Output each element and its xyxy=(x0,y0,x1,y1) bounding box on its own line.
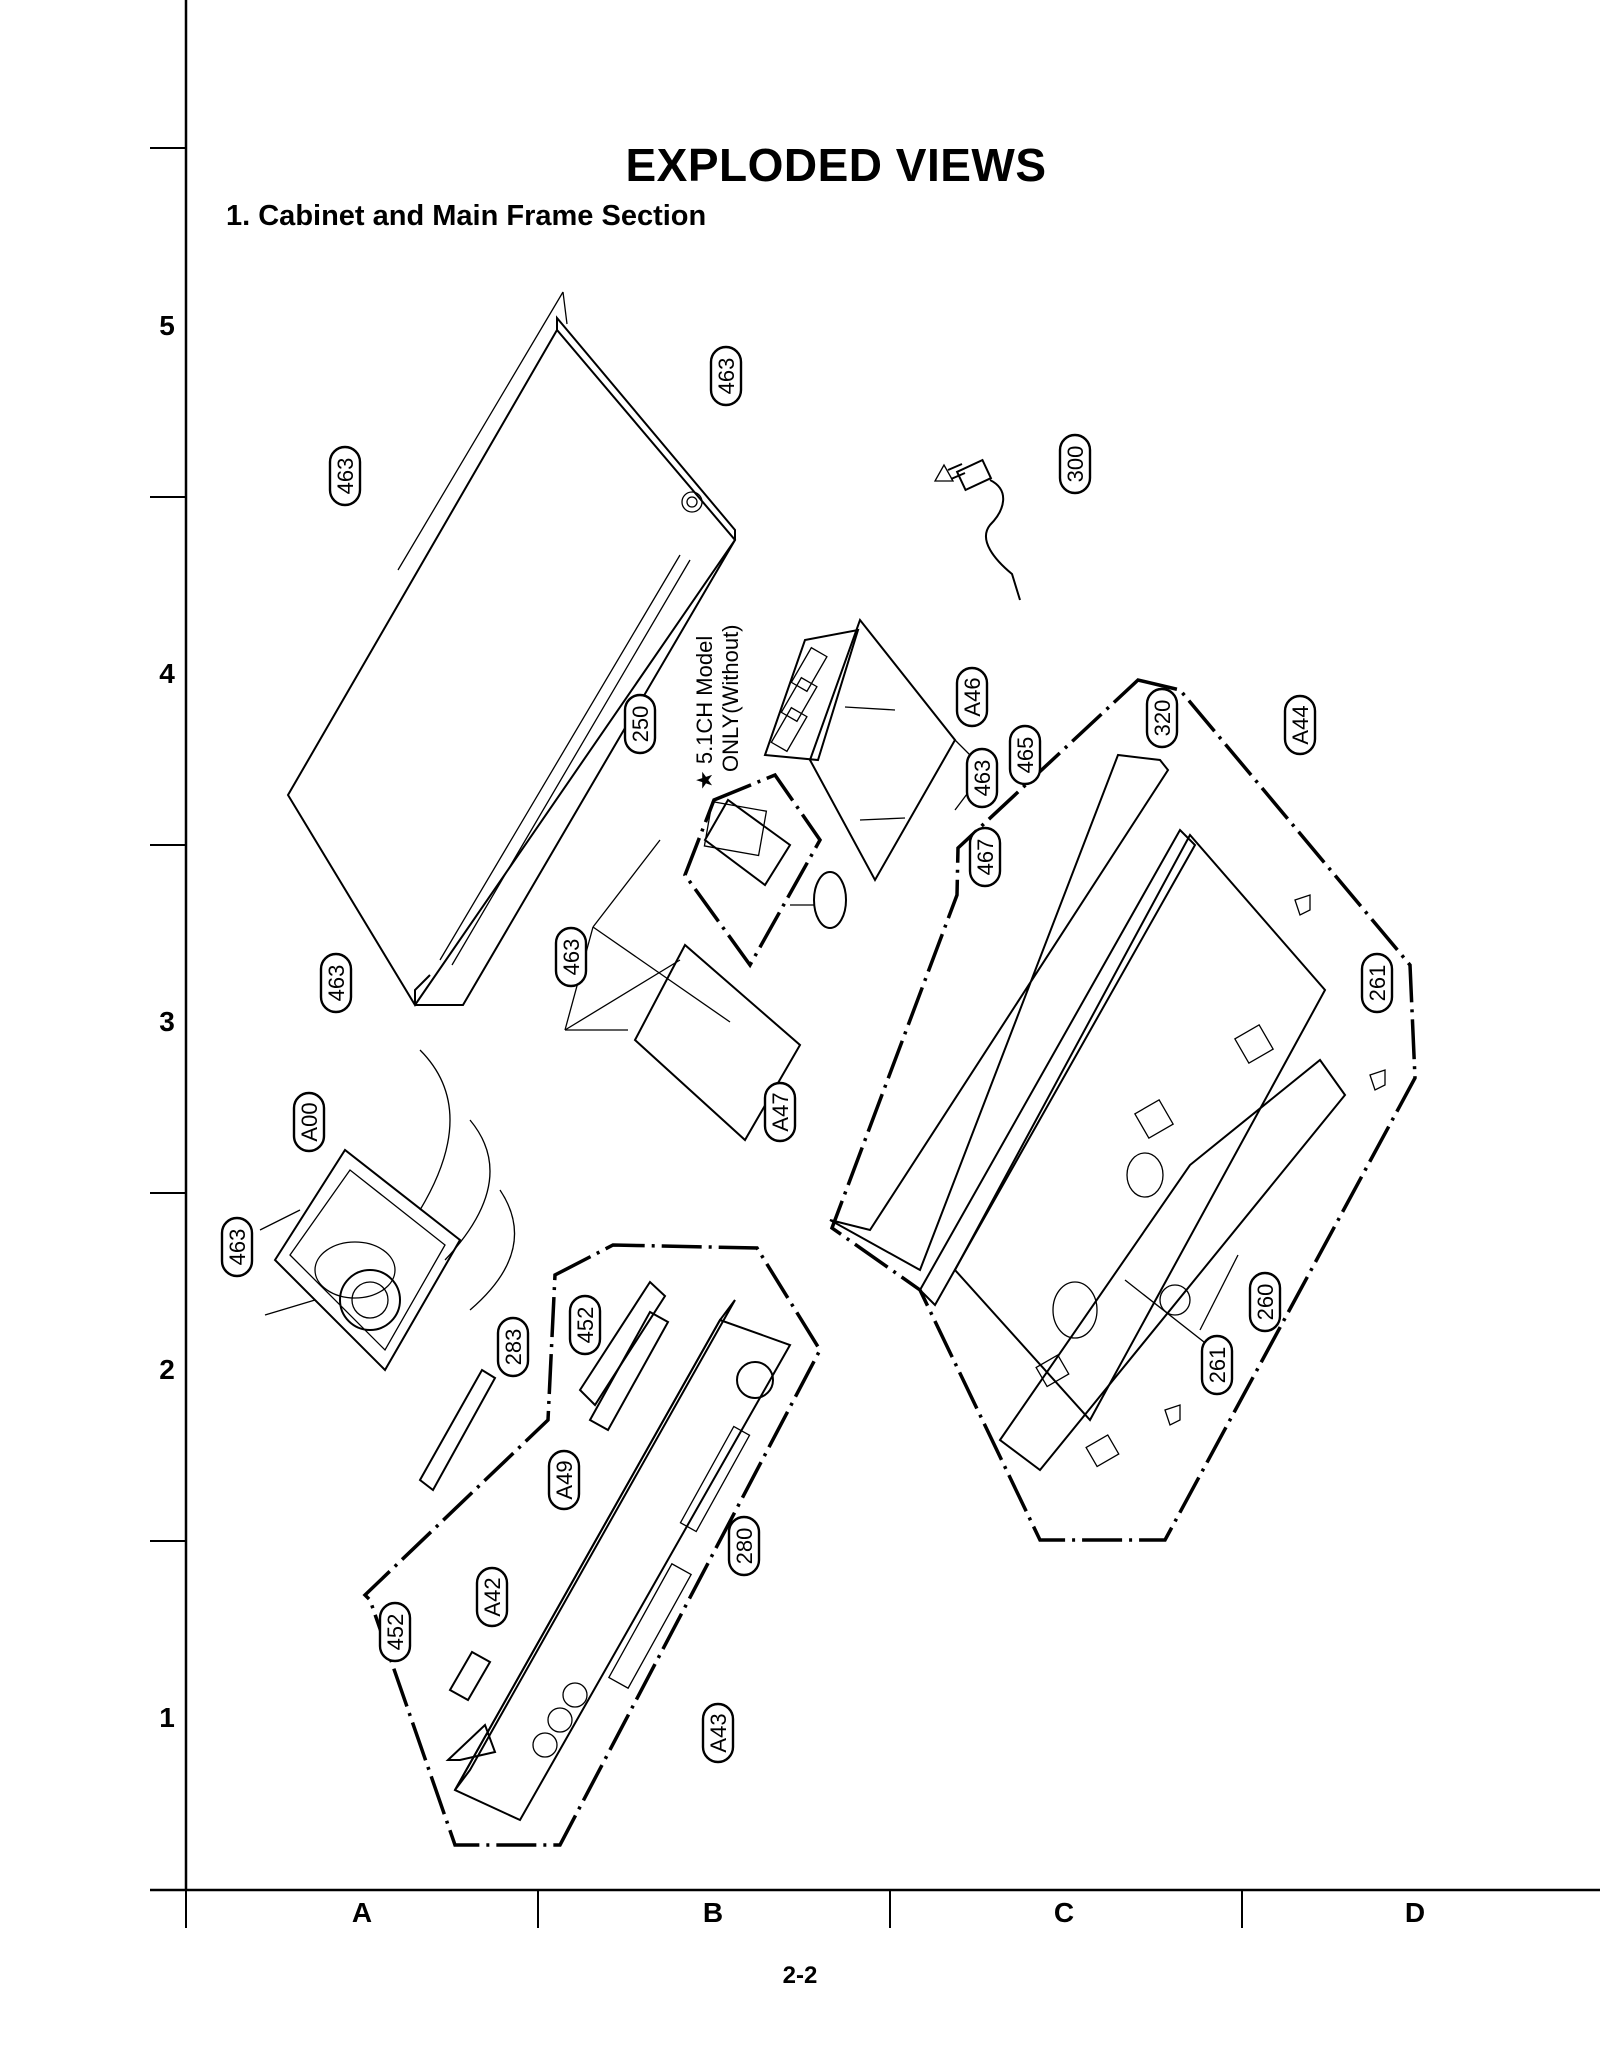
svg-text:463: 463 xyxy=(970,760,995,797)
svg-text:300: 300 xyxy=(1063,446,1088,483)
callout-c-280: 280 xyxy=(727,1515,761,1577)
svg-text:283: 283 xyxy=(501,1329,526,1366)
callout-c-300: 300 xyxy=(1058,433,1092,495)
svg-text:463: 463 xyxy=(559,939,584,976)
power-cord-300 xyxy=(933,458,1021,601)
drawing-frame xyxy=(150,0,1600,1928)
callout-c-250: 250 xyxy=(623,693,657,755)
svg-text:463: 463 xyxy=(324,965,349,1002)
callout-c-320: 320 xyxy=(1145,687,1179,749)
svg-text:261: 261 xyxy=(1365,965,1390,1002)
callout-c-467: 467 xyxy=(968,826,1002,888)
bracket-A49 xyxy=(588,1310,670,1432)
callout-c-A00: A00 xyxy=(292,1091,326,1153)
svg-text:A43: A43 xyxy=(706,1713,731,1752)
svg-text:463: 463 xyxy=(225,1229,250,1266)
section-title: 1. Cabinet and Main Frame Section xyxy=(226,200,707,232)
callout-c-261-right: 261 xyxy=(1360,952,1394,1014)
screw-leaders-463 xyxy=(564,739,986,1031)
page-number: 2-2 xyxy=(782,1962,818,1989)
svg-text:A00: A00 xyxy=(297,1102,322,1141)
callout-c-A49: A49 xyxy=(547,1449,581,1511)
model-note: ★ 5.1CH Model ONLY(Without) xyxy=(692,624,743,790)
svg-text:A44: A44 xyxy=(1288,705,1313,744)
strip-283 xyxy=(418,1368,497,1492)
front-panel-A43 xyxy=(362,1243,823,1847)
model-note-line1: ★ 5.1CH Model xyxy=(692,636,717,790)
svg-text:260: 260 xyxy=(1253,1284,1278,1321)
board-A46 xyxy=(763,617,957,883)
svg-text:A47: A47 xyxy=(768,1092,793,1131)
callout-c-452-top: 452 xyxy=(568,1294,602,1356)
callout-c-463-top-right: 463 xyxy=(709,345,743,407)
callout-c-463-a2: 463 xyxy=(220,1216,254,1278)
svg-text:452: 452 xyxy=(573,1307,598,1344)
column-label-d: D xyxy=(1404,1897,1426,1928)
svg-text:A42: A42 xyxy=(480,1577,505,1616)
page-title: EXPLODED VIEWS xyxy=(625,139,1047,191)
row-label-4: 4 xyxy=(159,658,175,689)
model-note-line2: ONLY(Without) xyxy=(718,624,743,772)
column-label-b: B xyxy=(702,1897,724,1928)
callout-c-A43: A43 xyxy=(701,1702,735,1764)
top-cover-250 xyxy=(286,291,737,1007)
svg-text:261: 261 xyxy=(1205,1347,1230,1384)
svg-text:463: 463 xyxy=(333,458,358,495)
callout-c-A44: A44 xyxy=(1283,694,1317,756)
callout-c-260: 260 xyxy=(1248,1271,1282,1333)
callout-c-465: 465 xyxy=(1008,724,1042,786)
svg-text:463: 463 xyxy=(714,358,739,395)
column-label-c: C xyxy=(1053,1897,1075,1928)
svg-text:A49: A49 xyxy=(552,1460,577,1499)
svg-text:320: 320 xyxy=(1150,700,1175,737)
callout-c-463-a3: 463 xyxy=(319,952,353,1014)
board-A47 xyxy=(633,943,802,1142)
row-label-5: 5 xyxy=(159,310,175,341)
callout-c-A47: A47 xyxy=(763,1081,797,1143)
main-frame-A44 xyxy=(829,678,1417,1542)
svg-text:280: 280 xyxy=(732,1528,757,1565)
column-label-a: A xyxy=(351,1897,373,1928)
bracket-A42 xyxy=(448,1650,492,1702)
row-label-1: 1 xyxy=(159,1702,175,1733)
svg-text:465: 465 xyxy=(1013,737,1038,774)
callout-c-463-top-cover: 463 xyxy=(328,445,362,507)
callout-c-A42: A42 xyxy=(475,1566,509,1628)
disc-loader-A00 xyxy=(259,1049,516,1372)
callout-c-A46: A46 xyxy=(955,666,989,728)
row-label-3: 3 xyxy=(159,1006,175,1037)
callout-c-452-bottom: 452 xyxy=(378,1601,412,1663)
row-label-2: 2 xyxy=(159,1354,175,1385)
callout-c-283: 283 xyxy=(496,1316,530,1378)
callout-c-463-b3: 463 xyxy=(554,926,588,988)
svg-text:452: 452 xyxy=(383,1614,408,1651)
callout-c-463-a46: 463 xyxy=(965,747,999,809)
callout-c-261-bottom: 261 xyxy=(1200,1334,1234,1396)
sub-board-5-1ch xyxy=(683,772,847,969)
svg-text:250: 250 xyxy=(628,706,653,743)
svg-text:467: 467 xyxy=(973,839,998,876)
svg-text:A46: A46 xyxy=(960,677,985,716)
